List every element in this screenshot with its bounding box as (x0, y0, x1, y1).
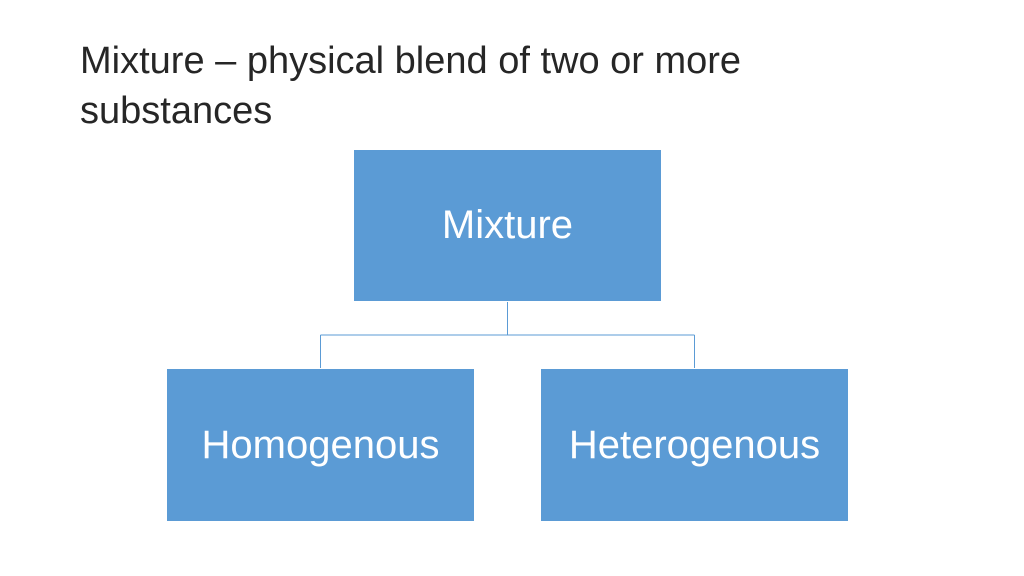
node-homogenous-label: Homogenous (201, 422, 440, 467)
node-heterogenous-label: Heterogenous (568, 422, 821, 467)
node-mixture-label: Mixture (441, 203, 574, 247)
slide-title: Mixture – physical blend of two or more … (80, 40, 742, 132)
node-homogenous: Homogenous (166, 368, 475, 522)
node-heterogenous: Heterogenous (540, 368, 849, 522)
node-mixture: Mixture (353, 149, 662, 302)
